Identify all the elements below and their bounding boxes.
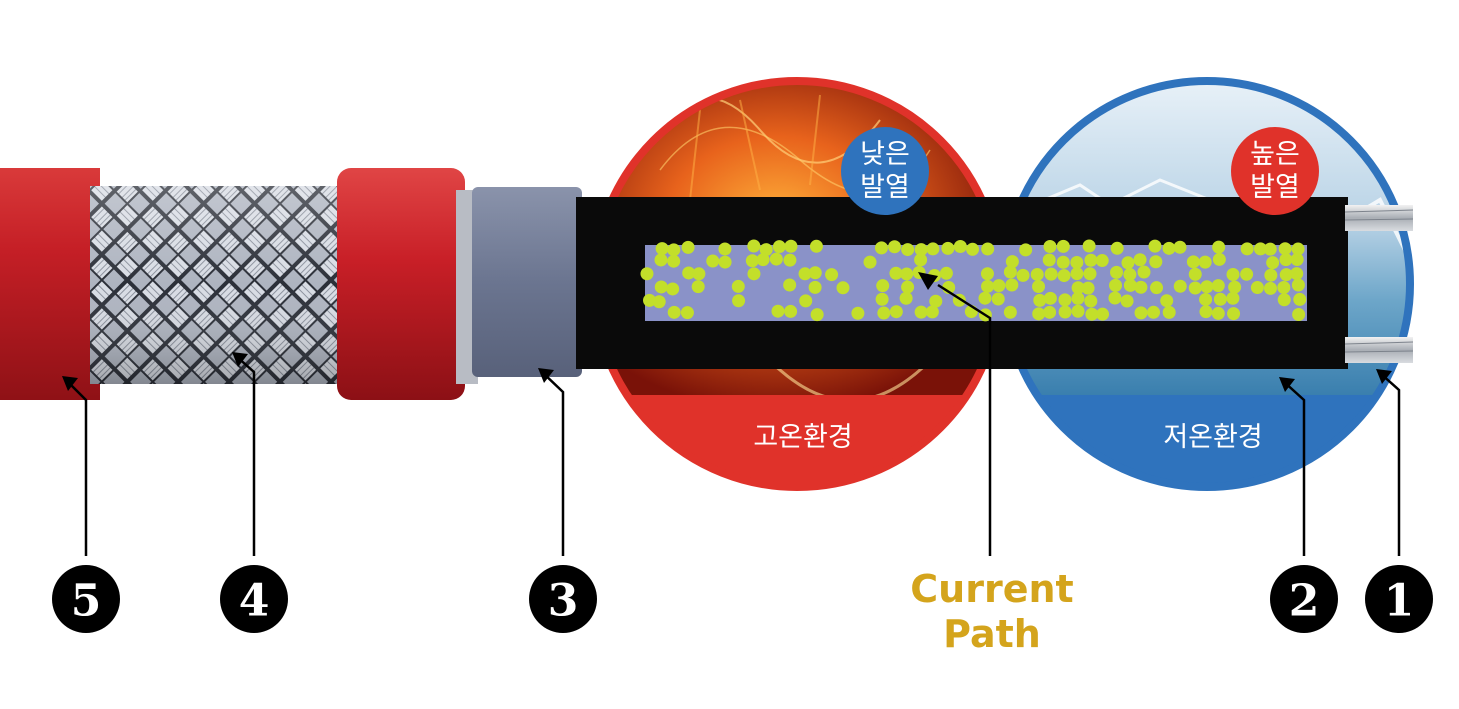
callout-5-label: 5 bbox=[71, 576, 102, 627]
outer-jacket bbox=[0, 168, 100, 400]
low-heat-badge: 낮은 발열 bbox=[841, 127, 929, 215]
callout-4-label: 4 bbox=[239, 576, 270, 627]
high-heat-badge-line1: 높은 bbox=[1250, 139, 1300, 170]
leader-line-4 bbox=[235, 355, 256, 556]
inner-jacket bbox=[337, 168, 478, 400]
callout-4: 4 bbox=[220, 565, 288, 633]
leader-arrowheads bbox=[62, 272, 1392, 392]
low-heat-badge-line2: 발열 bbox=[860, 172, 910, 203]
metal-braid bbox=[90, 186, 342, 384]
callout-3-label: 3 bbox=[548, 576, 579, 627]
insulation-layer bbox=[472, 187, 582, 377]
high-heat-badge-line2: 발열 bbox=[1250, 172, 1300, 203]
callout-3: 3 bbox=[529, 565, 597, 633]
callout-5: 5 bbox=[52, 565, 120, 633]
callout-2-label: 2 bbox=[1289, 576, 1320, 627]
leader-line-5 bbox=[65, 379, 88, 556]
callout-1: 1 bbox=[1365, 565, 1433, 633]
current-path-line2: Path bbox=[943, 612, 1041, 656]
leader-lines bbox=[65, 283, 1401, 556]
cold-environment-label: 저온환경 bbox=[1163, 422, 1262, 453]
callout-2: 2 bbox=[1270, 565, 1338, 633]
leader-line-2 bbox=[1282, 380, 1306, 556]
current-path-label: Current Path bbox=[910, 567, 1073, 656]
low-heat-badge-line1: 낮은 bbox=[860, 139, 910, 170]
leader-line-1 bbox=[1379, 372, 1401, 556]
leader-line-current bbox=[937, 283, 992, 556]
leader-line-3 bbox=[541, 371, 565, 556]
high-heat-badge: 높은 발열 bbox=[1231, 127, 1319, 215]
hot-environment-label: 고온환경 bbox=[753, 422, 852, 453]
current-path-line1: Current bbox=[910, 567, 1073, 611]
bus-wire-bottom bbox=[1344, 337, 1414, 363]
callout-1-label: 1 bbox=[1384, 576, 1415, 627]
bus-wire-top bbox=[1344, 205, 1414, 231]
